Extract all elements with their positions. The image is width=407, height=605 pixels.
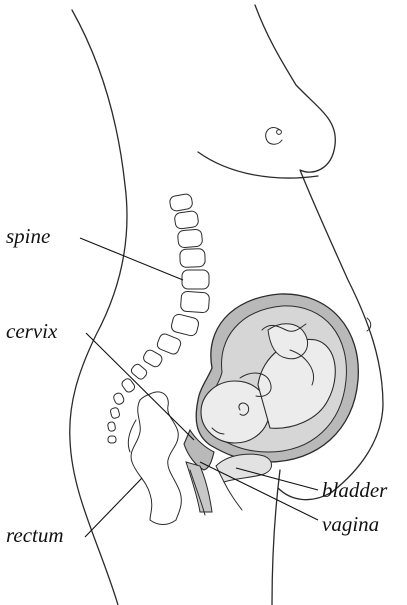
label-bladder: bladder xyxy=(322,478,388,502)
spine-leader xyxy=(80,238,183,280)
label-vagina: vagina xyxy=(322,512,379,536)
rectum-leader xyxy=(85,478,142,537)
label-cervix: cervix xyxy=(6,319,58,343)
vagina xyxy=(186,462,212,512)
bladder-leader xyxy=(236,468,318,490)
back-outline xyxy=(70,10,127,605)
label-spine: spine xyxy=(6,224,50,248)
nipple-dot xyxy=(277,130,282,135)
label-rectum: rectum xyxy=(6,523,64,547)
front-leg-outline xyxy=(272,470,280,605)
breast-outline xyxy=(198,152,318,178)
rectum-intestine xyxy=(128,392,181,525)
bladder xyxy=(216,454,272,482)
